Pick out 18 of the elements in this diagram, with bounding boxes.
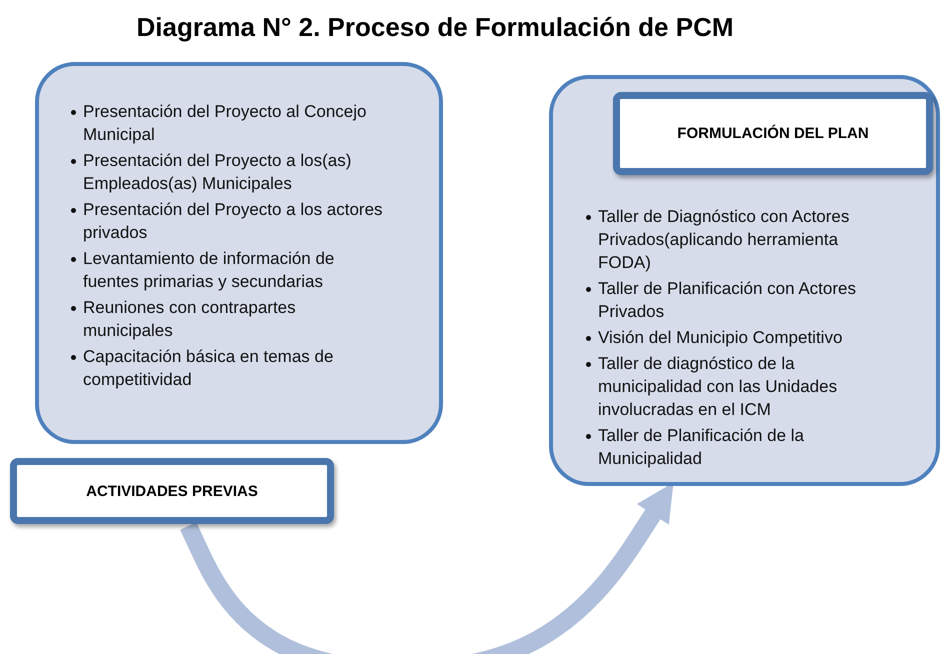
- bullet-item: Visión del Municipio Competitivo: [598, 328, 842, 347]
- heading-box: [613, 92, 933, 175]
- bullet-item: Taller de Planificación con Actores Privados: [598, 279, 856, 321]
- bullet-item: Presentación del Proyecto a los(as) Empleados(as) Municipales: [83, 151, 352, 193]
- bullet-item: Presentación del Proyecto a los actores privados: [83, 200, 383, 242]
- bullet-item: Capacitación básica en temas de competitividad: [83, 347, 334, 389]
- rounded-panel: [549, 75, 940, 486]
- bullet-item: Reuniones con contrapartes municipales: [83, 298, 296, 340]
- bullet-item: Taller de Diagnóstico con Actores Privados(aplicando herramienta FODA): [598, 207, 850, 272]
- box-label: FORMULACIÓN DEL PLAN: [677, 125, 869, 142]
- bullet-item: Levantamiento de información de fuentes primarias y secundarias: [83, 249, 334, 291]
- bullet-item: Taller de diagnóstico de la municipalidad con las Unidades involucradas en el ICM: [598, 354, 838, 419]
- heading-box: [10, 458, 334, 524]
- bullet-item: Presentación del Proyecto al Concejo Municipal: [83, 102, 366, 144]
- box-label: ACTIVIDADES PREVIAS: [86, 482, 258, 500]
- rounded-panel: [35, 62, 443, 444]
- diagram-title: Diagrama N° 2. Proceso de Formulación de PCM: [136, 12, 734, 43]
- bullet-item: Taller de Planificación de la Municipalidad: [598, 426, 804, 468]
